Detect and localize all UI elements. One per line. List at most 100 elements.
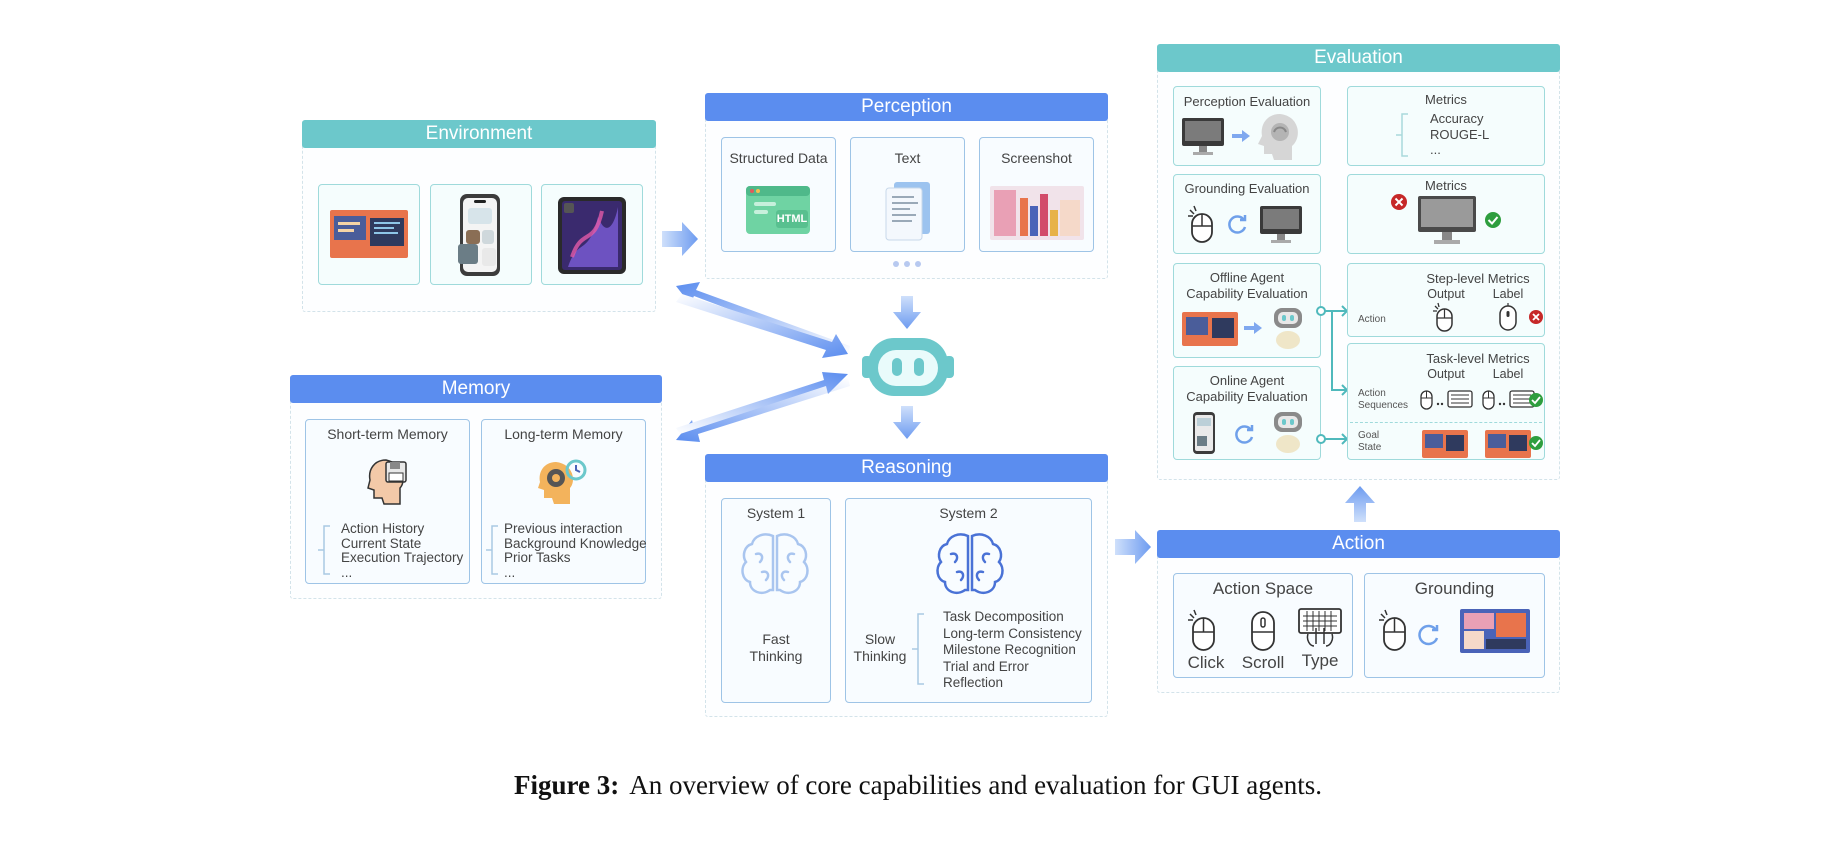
system2-item: Trial and Error — [943, 658, 1029, 674]
error-icon — [1529, 310, 1543, 324]
type-label: Type — [1301, 651, 1339, 670]
long-term-bracket — [486, 525, 498, 575]
system2-list: Task Decomposition Long-term Consistency… — [943, 609, 1082, 692]
perception-eval-title: Perception Evaluation — [1183, 94, 1311, 109]
system2-item: Milestone Recognition — [943, 642, 1076, 657]
brain-light-icon — [741, 533, 809, 594]
environment-header: Environment — [302, 120, 656, 148]
mouse-click-icon — [1188, 609, 1215, 651]
long-term-memory-title: Long-term Memory — [504, 426, 623, 442]
mouse-scroll-icon — [1499, 303, 1517, 331]
action-grounding-title: Grounding — [1414, 579, 1495, 598]
screenshot-image-icon — [990, 186, 1084, 240]
agent-to-memory-arrow — [676, 372, 850, 442]
brain-dark-icon — [936, 533, 1004, 594]
system2-title: System 2 — [939, 505, 998, 521]
check-icon — [1485, 212, 1501, 228]
goal-line2: State — [1358, 442, 1382, 453]
system2-item: Task Decomposition — [943, 609, 1064, 624]
system1-title: System 1 — [746, 505, 806, 521]
metric-item: Accuracy — [1430, 111, 1484, 126]
screen-grounding-icon — [1460, 609, 1530, 653]
long-term-item: Background Knowledge — [504, 535, 647, 551]
step-action-label: Action — [1358, 314, 1386, 325]
task-output-label: Output — [1427, 367, 1465, 381]
system2-bracket — [912, 613, 924, 685]
goal-state-label: Goal State — [1358, 430, 1381, 454]
system2-desc: Slow Thinking — [852, 631, 908, 665]
click-label: Click — [1187, 653, 1225, 672]
phone-icon — [1193, 412, 1215, 454]
slow-label: Slow — [864, 631, 896, 647]
metrics2-title: Metrics — [1425, 178, 1467, 193]
caption-text: An overview of core capabilities and eva… — [629, 770, 1322, 800]
long-term-item: Previous interaction — [504, 521, 623, 536]
screenshot-label: Screenshot — [1001, 150, 1072, 166]
mouse-click-icon — [1188, 205, 1213, 243]
goal-label-screen-icon — [1485, 430, 1531, 458]
action-sequence-output-icon — [1420, 390, 1473, 410]
head-save-icon — [367, 459, 407, 505]
robot-agent-icon — [1274, 412, 1302, 453]
mouse-click-icon — [1433, 302, 1453, 332]
desktop-screen-icon — [330, 210, 408, 258]
offline-eval-title: Offline Agent Capability Evaluation — [1173, 270, 1321, 302]
fast-label: Fast — [762, 631, 790, 647]
grounding-eval-title: Grounding Evaluation — [1184, 181, 1310, 196]
metric-item: ROUGE-L — [1430, 126, 1490, 142]
check-icon — [1529, 393, 1543, 407]
short-term-item: Execution Trajectory — [341, 550, 464, 565]
refresh-icon — [1228, 215, 1247, 234]
long-term-item: Prior Tasks — [504, 550, 571, 565]
step-label-label: Label — [1492, 287, 1524, 301]
action-header: Action — [1157, 530, 1560, 558]
keyboard-type-icon — [1298, 608, 1342, 647]
step-output-label: Output — [1427, 287, 1465, 301]
online-line1: Online Agent — [1209, 373, 1285, 388]
refresh-icon — [1418, 624, 1439, 646]
metrics1-bracket — [1396, 113, 1408, 157]
action-seq-line2: Sequences — [1358, 400, 1409, 411]
short-term-item: Current State — [341, 535, 422, 551]
action-to-evaluation-arrow — [1345, 486, 1375, 522]
caption-label: Figure 3: — [514, 770, 620, 800]
metrics1-list: Accuracy ROUGE-L ... — [1430, 111, 1489, 158]
agent-to-environment-arrow — [676, 282, 850, 358]
short-term-memory-title: Short-term Memory — [327, 426, 448, 442]
document-icon — [885, 182, 930, 241]
robot-agent-icon — [1274, 308, 1302, 349]
long-term-item: ... — [504, 564, 516, 580]
structured-data-label: Structured Data — [729, 150, 828, 166]
task-divider — [1350, 422, 1542, 423]
memory-header: Memory — [290, 375, 662, 403]
task-label-label: Label — [1492, 367, 1524, 381]
perception-header: Perception — [705, 93, 1108, 121]
check-icon — [1529, 436, 1543, 450]
smartphone-icon — [458, 194, 500, 276]
perception-to-agent-arrow — [893, 296, 921, 329]
more-dots-icon — [893, 261, 921, 267]
tablet-icon — [558, 197, 626, 274]
refresh-icon — [1235, 425, 1254, 444]
goal-output-screen-icon — [1422, 430, 1468, 458]
mouse-click-icon — [1379, 609, 1406, 651]
action-seq-line1: Action — [1358, 388, 1386, 399]
offline-line1: Offline Agent — [1209, 270, 1285, 285]
head-gear-icon — [538, 459, 587, 504]
text-label: Text — [894, 150, 921, 166]
action-space-title: Action Space — [1212, 579, 1314, 598]
mouse-scroll-icon — [1251, 611, 1275, 651]
figure-caption: Figure 3: An overview of core capabilitie… — [0, 770, 1836, 801]
html-file-icon — [746, 186, 810, 234]
system1-card — [721, 498, 831, 703]
evaluation-header: Evaluation — [1157, 44, 1560, 72]
system2-item: Reflection — [943, 675, 1004, 690]
reasoning-header: Reasoning — [705, 454, 1108, 482]
screen-thumbnail-icon — [1182, 312, 1238, 346]
step-level-title: Step-level Metrics — [1426, 271, 1530, 286]
html-tag-label: HTML — [776, 213, 808, 225]
long-term-memory-list: Previous interaction Background Knowledg… — [504, 521, 647, 580]
scroll-label: Scroll — [1241, 653, 1285, 672]
arrow-right-icon — [1244, 322, 1262, 334]
agent-robot-icon — [862, 338, 954, 396]
